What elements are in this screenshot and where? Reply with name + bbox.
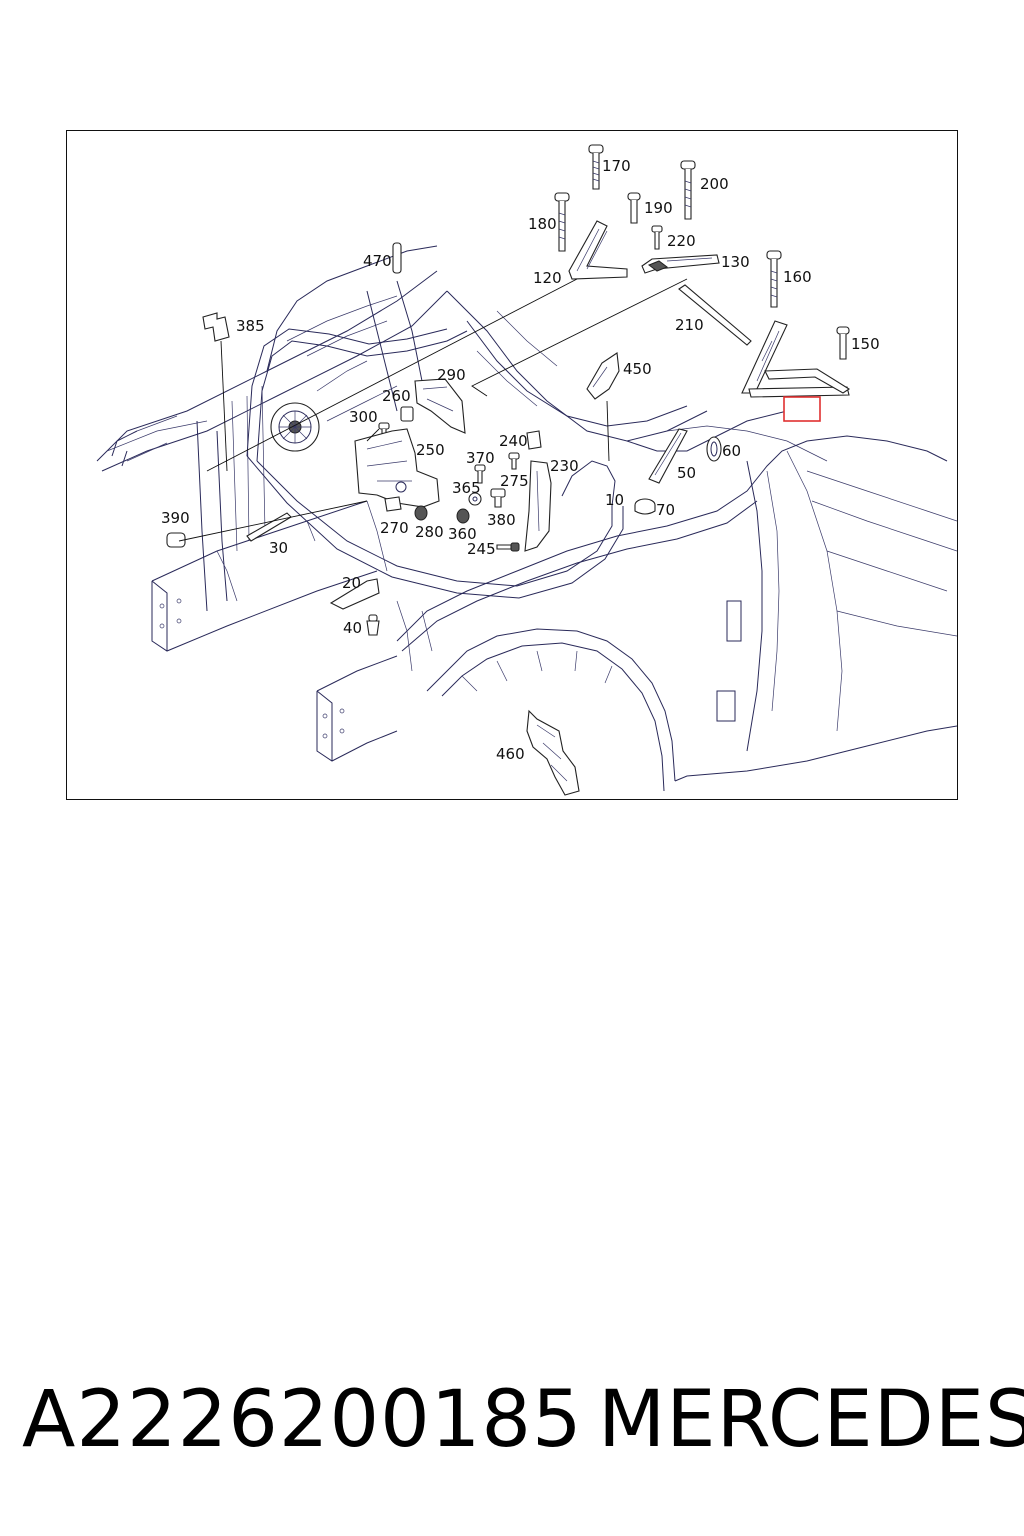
callout-label-50: 50 <box>677 464 696 482</box>
callout-label-210: 210 <box>675 316 704 334</box>
callout-label-10: 10 <box>605 491 624 509</box>
bracket-130 <box>641 254 720 274</box>
bolt-200 <box>680 160 696 220</box>
screw-220 <box>651 225 663 250</box>
callout-label-60: 60 <box>722 442 741 460</box>
callout-label-20: 20 <box>342 574 361 592</box>
screw-190 <box>627 192 641 224</box>
callout-label-470: 470 <box>363 252 392 270</box>
grommet-60 <box>706 436 722 462</box>
bolt-380 <box>490 488 506 508</box>
callout-label-30: 30 <box>269 539 288 557</box>
callout-label-130: 130 <box>721 253 750 271</box>
callout-label-280: 280 <box>415 523 444 541</box>
strip-30 <box>246 512 292 542</box>
bracket-450 <box>586 352 620 400</box>
washer-365 <box>468 492 482 506</box>
callout-label-190: 190 <box>644 199 673 217</box>
callout-label-230: 230 <box>550 457 579 475</box>
callout-label-250: 250 <box>416 441 445 459</box>
nut-280 <box>414 505 428 521</box>
callout-label-240: 240 <box>499 432 528 450</box>
clip-240 <box>526 430 542 450</box>
callout-label-220: 220 <box>667 232 696 250</box>
screw-245 <box>496 542 520 552</box>
callout-label-385: 385 <box>236 317 265 335</box>
brand-name: MERCEDES <box>598 1375 1024 1465</box>
callout-label-40: 40 <box>343 619 362 637</box>
clip-270 <box>384 496 402 512</box>
plug-70 <box>634 498 656 515</box>
panel-230 <box>524 460 552 552</box>
nut-360 <box>456 508 470 524</box>
callout-label-450: 450 <box>623 360 652 378</box>
panel-260 <box>414 378 466 434</box>
shield-460 <box>526 709 580 796</box>
callout-label-260: 260 <box>382 387 411 405</box>
exploded-view-drawing: 170 200 180 190 220 120 130 160 470 385 210 150 290 4… <box>96 144 957 796</box>
pin-470 <box>392 242 402 274</box>
bolt-160 <box>766 250 782 308</box>
tag-385 <box>202 312 230 342</box>
strip-50 <box>648 428 688 484</box>
fastener-40 <box>366 614 380 636</box>
callout-label-180: 180 <box>528 215 557 233</box>
callout-label-290: 290 <box>437 366 466 384</box>
screw-150 <box>836 326 850 360</box>
callout-label-150: 150 <box>851 335 880 353</box>
bracket-250 <box>354 428 440 508</box>
screw-370 <box>474 464 486 484</box>
bolt-180 <box>554 192 570 252</box>
callout-label-245: 245 <box>467 540 496 558</box>
callout-label-390: 390 <box>161 509 190 527</box>
brace-110 <box>741 320 851 398</box>
callout-label-200: 200 <box>700 175 729 193</box>
body-structure-drawing <box>96 245 957 792</box>
speaker-290 <box>270 402 320 452</box>
leader-lines <box>178 278 688 542</box>
bolt-170 <box>588 144 604 190</box>
callout-label-170: 170 <box>602 157 631 175</box>
callout-label-360: 360 <box>448 525 477 543</box>
bracket-120 <box>568 220 628 280</box>
part-number: A2226200185 <box>22 1375 583 1465</box>
callout-label-120: 120 <box>533 269 562 287</box>
weatherstrip-seal-10 <box>246 328 624 599</box>
highlight-box-110 <box>783 396 821 422</box>
callout-labels: 170 200 180 190 220 120 130 160 470 385 210 150 290 4… <box>161 157 880 763</box>
parts-diagram: 170 200 180 190 220 120 130 160 470 385 210 150 290 4… <box>66 130 958 800</box>
callout-label-300: 300 <box>349 408 378 426</box>
bracket-20 <box>329 578 380 610</box>
callout-label-365: 365 <box>452 479 481 497</box>
callout-label-160: 160 <box>783 268 812 286</box>
strut-210 <box>678 284 752 346</box>
screw-275 <box>508 452 520 470</box>
callout-label-270: 270 <box>380 519 409 537</box>
callout-label-380: 380 <box>487 511 516 529</box>
clip-260 <box>400 406 414 422</box>
footer: A2226200185 MERCEDES <box>0 1370 1024 1470</box>
callout-label-460: 460 <box>496 745 525 763</box>
callout-label-370: 370 <box>466 449 495 467</box>
callout-label-70: 70 <box>656 501 675 519</box>
callout-label-275: 275 <box>500 472 529 490</box>
